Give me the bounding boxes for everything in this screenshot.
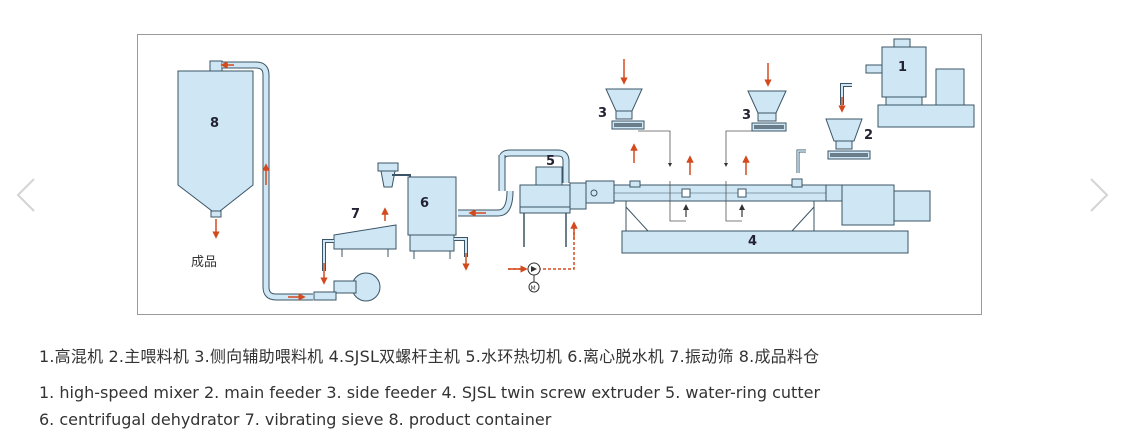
chevron-right-icon xyxy=(1090,178,1109,212)
process-diagram-svg: 8 成品 7 6 xyxy=(177,38,975,302)
caption-english-line-1: 1. high-speed mixer 2. main feeder 3. si… xyxy=(39,383,821,402)
twin-screw-extruder: 4 xyxy=(585,130,931,254)
centrifugal-dehydrator: 6 xyxy=(377,162,470,271)
label-1: 1 xyxy=(898,60,907,75)
caption-chinese: 1.高混机 2.主喂料机 3.侧向辅助喂料机 4.SJSL双螺杆主机 5.水环热… xyxy=(39,347,820,366)
label-3b: 3 xyxy=(742,108,751,123)
motor-label: M xyxy=(531,285,536,292)
label-6: 6 xyxy=(420,196,429,211)
chevron-left-icon xyxy=(16,178,35,212)
label-7: 7 xyxy=(351,207,360,222)
label-5: 5 xyxy=(546,154,555,169)
label-4: 4 xyxy=(748,234,757,249)
label-2: 2 xyxy=(864,128,873,143)
water-ring-cutter: 5 xyxy=(519,154,587,247)
process-diagram: 8 成品 7 6 xyxy=(137,34,982,315)
label-3a: 3 xyxy=(598,106,607,121)
carousel-next-button[interactable] xyxy=(1083,175,1113,215)
conveying-pipe xyxy=(220,61,313,301)
high-speed-mixer: 1 xyxy=(865,38,975,128)
label-8: 8 xyxy=(210,116,219,131)
main-feeder: 2 xyxy=(825,83,873,160)
product-outlet-label: 成品 xyxy=(191,255,217,270)
blower xyxy=(313,272,381,302)
transfer-pipe xyxy=(458,149,570,217)
product-container: 8 成品 xyxy=(177,60,254,270)
vibrating-sieve: 7 xyxy=(320,207,397,285)
carousel-prev-button[interactable] xyxy=(12,175,42,215)
caption-english-line-2: 6. centrifugal dehydrator 7. vibrating s… xyxy=(39,410,552,429)
water-loop: M xyxy=(508,221,578,293)
side-feeder-a: 3 xyxy=(598,59,645,130)
side-feeder-b: 3 xyxy=(742,63,787,132)
